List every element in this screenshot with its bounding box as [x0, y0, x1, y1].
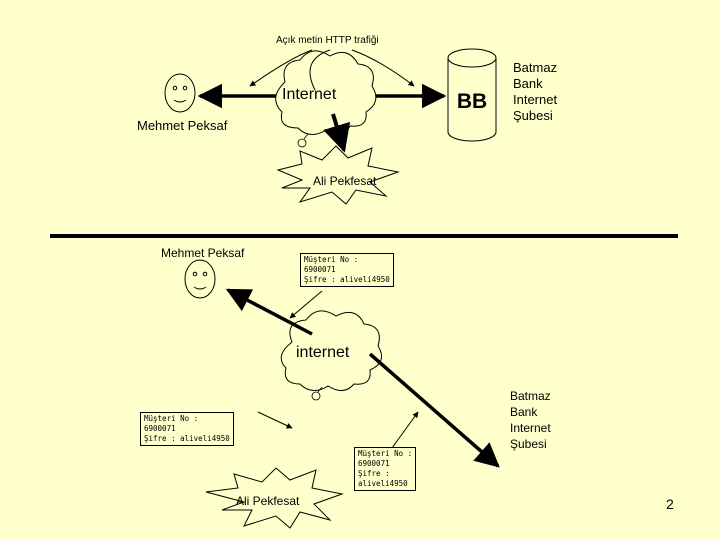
bank-logo: BB — [456, 90, 488, 113]
traffic-arrow-right — [351, 49, 415, 87]
bomb-icon — [297, 133, 309, 148]
traffic-arrow-left — [249, 49, 313, 87]
bank-name-label: Batmaz Bank Internet Şubesi — [510, 389, 551, 451]
user-name-label: Mehmet Peksaf — [161, 246, 245, 260]
attacker-name-label: Ali Pekfesat — [313, 174, 377, 188]
credentials-box-attacker: Müşteri No : 6900071 Şifre : aliveli4950 — [140, 412, 234, 446]
user-name-label: Mehmet Peksaf — [137, 118, 228, 133]
attacker-name-label: Ali Pekfesat — [236, 494, 300, 508]
leak-arrow — [323, 113, 351, 153]
page-number: 2 — [666, 496, 674, 512]
cloud-label: Internet — [282, 86, 337, 103]
credentials-box-user: Müşteri No : 6900071 Şifre : aliveli4950 — [300, 253, 394, 287]
traffic-label: Açık metin HTTP trafiği — [276, 35, 379, 46]
cloud-bank-line — [368, 352, 500, 468]
cloud-icon — [275, 50, 377, 135]
traffic-arrow-mid — [309, 49, 331, 91]
explosion-star-icon — [205, 467, 344, 529]
credentials-box-bank: Müşteri No : 6900071 Şifre : aliveli4950 — [354, 447, 417, 491]
sniff-arrow-attacker — [257, 411, 293, 429]
explosion-star-icon — [276, 145, 400, 205]
cloud-label: internet — [296, 344, 350, 361]
user-cloud-line — [225, 288, 313, 336]
bomb-icon — [311, 386, 323, 401]
smiley-face-icon — [164, 73, 196, 113]
bank-name-label: Batmaz Bank Internet Şubesi — [513, 60, 558, 123]
smiley-face-icon — [184, 259, 216, 299]
sniff-arrow-bank — [391, 411, 419, 449]
sniff-arrow-user — [289, 290, 323, 319]
database-cylinder-icon — [447, 48, 497, 142]
